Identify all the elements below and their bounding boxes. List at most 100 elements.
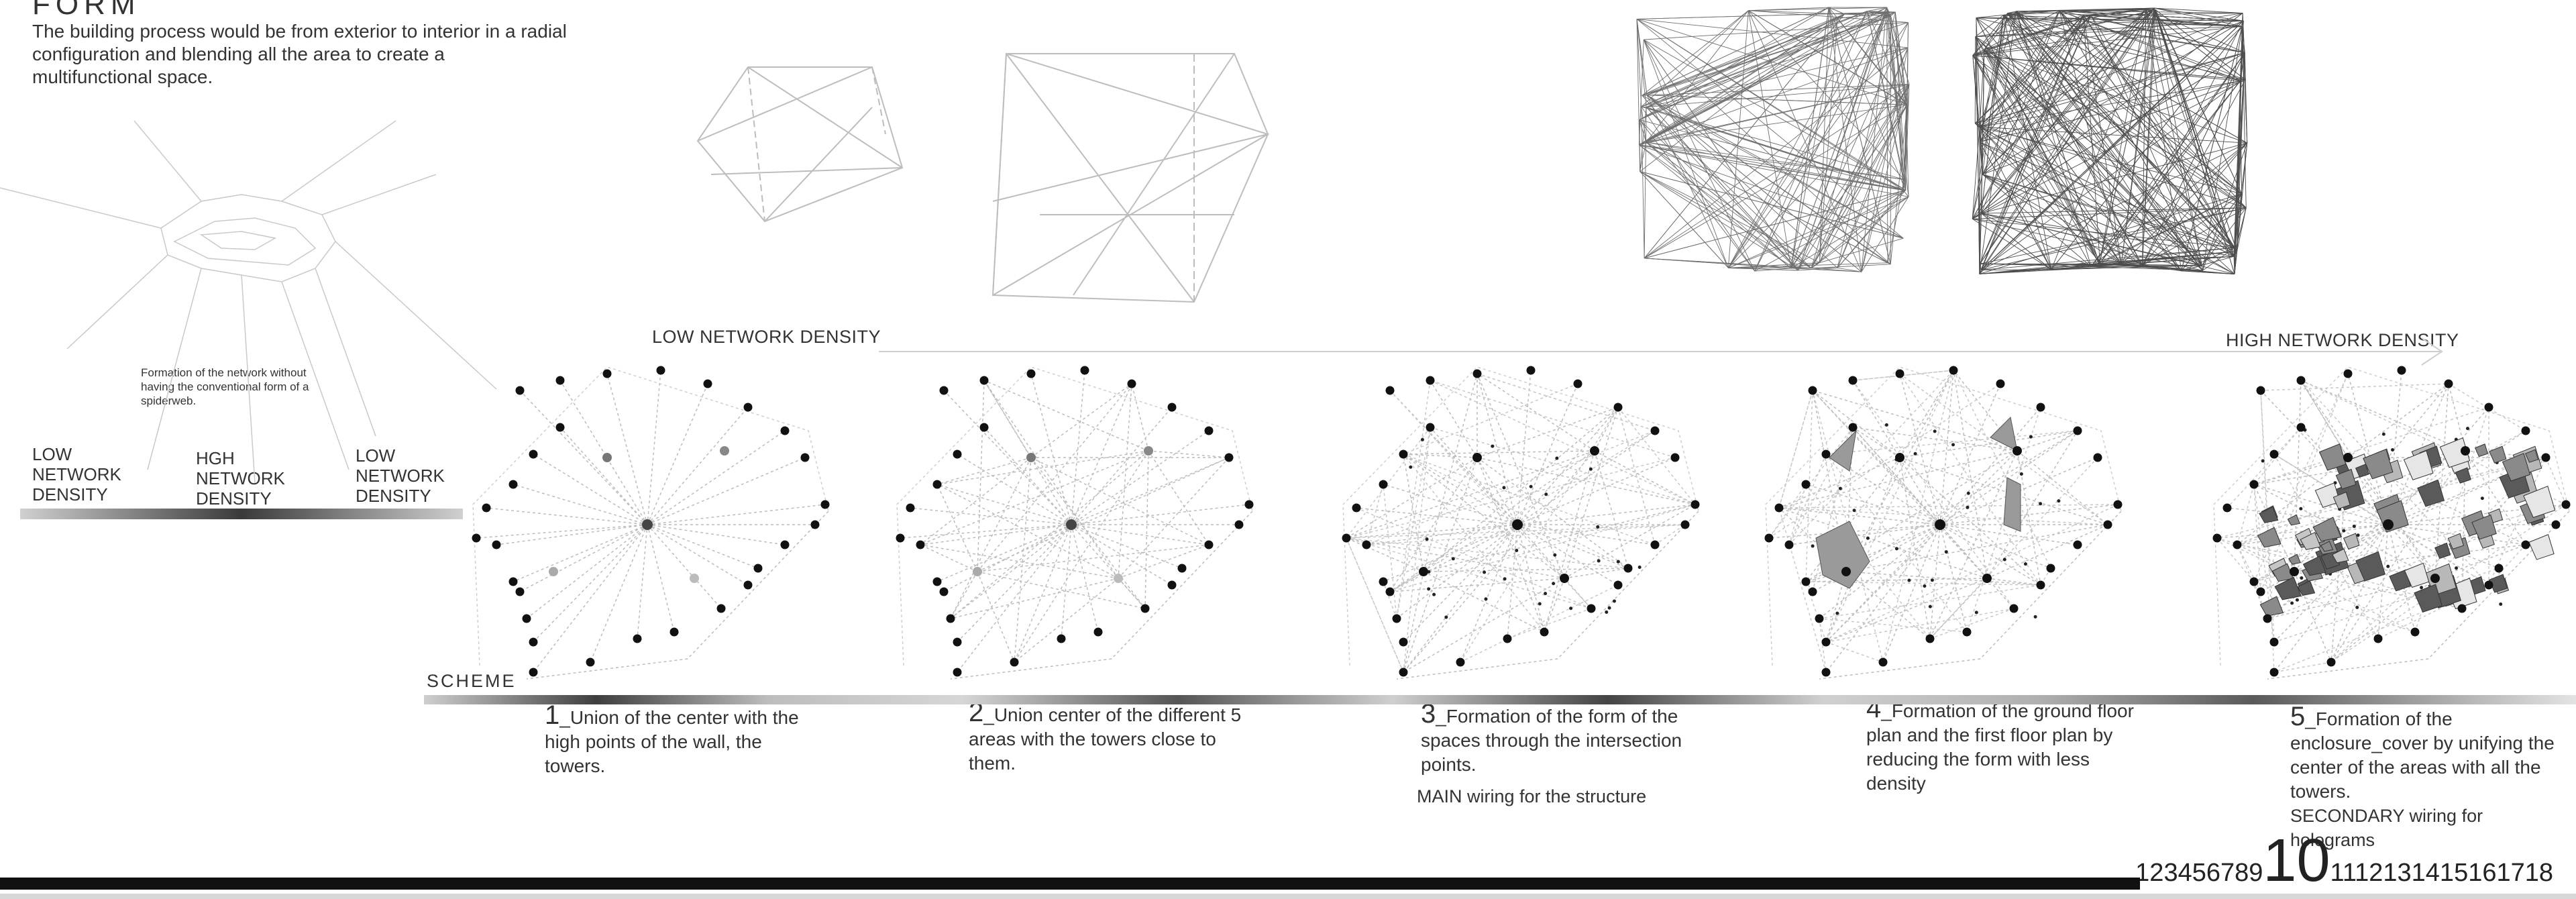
wire-line: [1790, 7, 1888, 268]
intersection-point: [1544, 492, 1548, 496]
intersection-point: [2342, 529, 2346, 533]
wire-line: [2016, 8, 2146, 12]
tower-point: [2521, 540, 2530, 549]
intersection-point: [1852, 509, 1856, 513]
intersection-point: [1923, 584, 1927, 588]
cover-panel: [2335, 468, 2357, 490]
wire-line: [2083, 15, 2235, 248]
tower-point: [2269, 668, 2279, 677]
intersection-point: [1555, 456, 1559, 460]
cover-panel: [2320, 541, 2334, 552]
wire-line: [1984, 11, 2017, 50]
wire-line: [2100, 256, 2235, 262]
main-wiring-label: MAIN wiring for the structure: [1417, 786, 1647, 806]
tower-point: [522, 614, 531, 623]
tower-point: [1962, 627, 1972, 637]
wire-line: [2099, 193, 2242, 264]
wire-line: [1975, 36, 2247, 209]
intersection-point: [1451, 557, 1455, 561]
tower-point: [2256, 386, 2265, 395]
wire-line: [2237, 143, 2248, 252]
cover-panel: [2414, 584, 2443, 613]
wire-line: [2153, 7, 2244, 21]
wire-line: [2153, 7, 2242, 194]
step-5-text: _Formation of the enclosure_cover by uni…: [2290, 708, 2555, 802]
cover-panel: [2297, 580, 2316, 596]
wire-line: [1644, 22, 1909, 40]
wire-line: [1975, 36, 2122, 264]
intersection-point: [1838, 486, 1842, 490]
tower-point: [1342, 533, 1351, 543]
wire-line: [2059, 10, 2235, 248]
wire-line: [1979, 142, 2235, 248]
tower-point: [1127, 379, 1136, 388]
wire-line: [1640, 171, 1820, 263]
wire-line: [2153, 7, 2238, 252]
area-center-point: [1895, 453, 1904, 462]
wire-line: [1980, 15, 2092, 264]
tower-point: [780, 426, 790, 435]
dense-wireframe-2: [1972, 7, 2248, 274]
wire-line: [1640, 171, 1729, 268]
intersection-point: [1894, 547, 1898, 551]
step-3-number: 3: [1421, 699, 1436, 729]
cover-panel: [2528, 534, 2555, 560]
tower-point: [1848, 423, 1858, 432]
intersection-point: [2352, 524, 2356, 528]
wire-line: [1844, 12, 1886, 15]
tower-point: [1925, 634, 1935, 643]
tower-point: [1650, 426, 1660, 435]
wire-line: [2099, 52, 2245, 264]
wire-line: [2181, 20, 2244, 271]
wire-line: [1640, 171, 1904, 239]
tower-point: [2222, 503, 2232, 513]
tower-point: [492, 540, 501, 549]
wire-line: [1974, 123, 2122, 264]
wire-line: [1636, 19, 1641, 172]
tower-point: [2113, 500, 2123, 509]
wire-line: [1790, 7, 1829, 268]
wire-line: [1975, 25, 2243, 38]
wire-line: [2202, 26, 2243, 271]
tower-point: [1895, 369, 1904, 378]
wire-line: [2202, 207, 2247, 266]
cover-panel: [2355, 551, 2385, 582]
wire-line: [1981, 213, 2052, 270]
wire-line: [1979, 9, 2156, 142]
area-center-point: [1144, 446, 1153, 456]
wire-line: [2181, 193, 2242, 272]
wire-line: [1642, 7, 1829, 96]
wire-line: [1646, 142, 1904, 180]
intersection-point: [1907, 578, 1911, 582]
intersection-point: [2355, 605, 2359, 609]
wire-line: [1646, 107, 1812, 268]
radial-schemes: [472, 366, 2571, 680]
wire-line: [2145, 9, 2182, 271]
area-center-point: [690, 574, 699, 583]
tower-point: [1821, 668, 1831, 677]
wire-line: [1975, 36, 2100, 264]
wire-line: [1798, 267, 1838, 271]
wire-line: [2007, 13, 2203, 271]
wire-line: [1636, 19, 1647, 107]
wire-line: [1867, 7, 1887, 12]
tower-point: [953, 637, 962, 647]
wire-line: [1644, 39, 1906, 191]
wire-line: [2142, 8, 2155, 266]
wire-line: [1642, 95, 1799, 271]
tower-point: [1399, 637, 1408, 647]
tower-point: [2444, 379, 2453, 388]
wire-line: [1982, 15, 2004, 174]
main-center-point: [1512, 519, 1523, 530]
intersection-point: [2455, 566, 2459, 570]
tower-point: [939, 386, 949, 395]
wire-line: [1639, 144, 1904, 180]
wire-line: [2142, 52, 2245, 266]
wire-line: [1982, 79, 2246, 175]
wire-line: [1639, 84, 1909, 146]
intersection-point: [1432, 592, 1436, 596]
wire-line: [2153, 7, 2203, 271]
intersection-point: [1928, 604, 1932, 609]
intersection-point: [1811, 544, 1815, 548]
intersection-point: [2002, 558, 2006, 562]
